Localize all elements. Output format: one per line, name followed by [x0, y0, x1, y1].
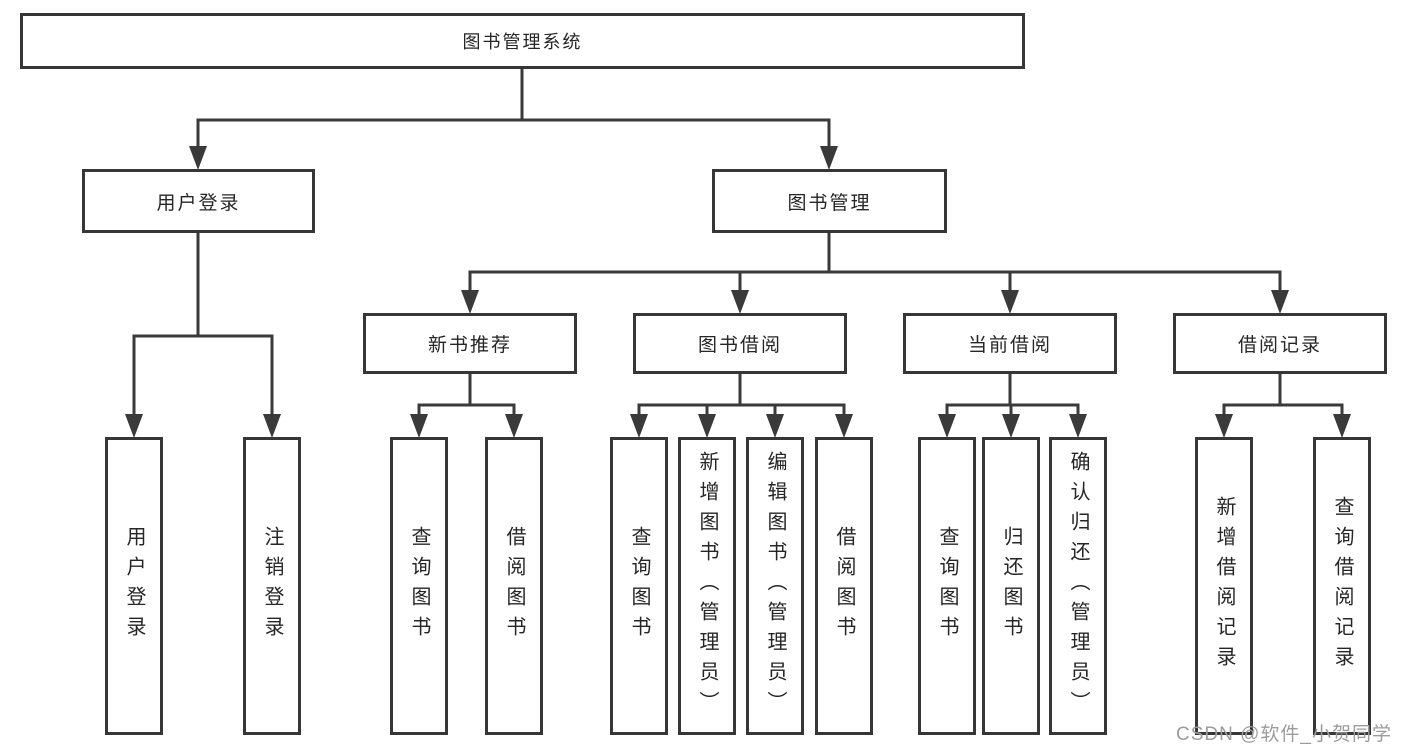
node-current-borrow: 当前借阅	[903, 313, 1117, 374]
leaf-logout: 注销登录	[243, 437, 301, 735]
leaf-add-book-admin-label: 新增图书（管理员）	[696, 451, 718, 721]
arrowhead	[731, 290, 749, 314]
leaf-user-login-label: 用户登录	[123, 526, 145, 646]
leaf-query-borrow-record: 查询借阅记录	[1313, 437, 1371, 735]
connector-user-login-to-leaves	[125, 233, 281, 438]
leaf-query-borrow-record-label: 查询借阅记录	[1331, 496, 1353, 676]
arrowhead	[461, 290, 479, 314]
leaf-edit-book-admin: 编辑图书（管理员）	[746, 437, 804, 735]
leaf-add-borrow-record-label: 新增借阅记录	[1213, 496, 1235, 676]
node-current-borrow-label: 当前借阅	[967, 335, 1052, 356]
connector-book-management-to-level3	[461, 233, 1289, 314]
connector-current-borrow-to-leaves	[938, 374, 1087, 438]
arrowhead	[938, 414, 956, 438]
connector-borrow-records-to-leaves	[1215, 374, 1351, 438]
connector-new-book-recommend-to-leaves	[410, 374, 523, 438]
leaf-confirm-return-admin: 确认归还（管理员）	[1049, 437, 1107, 735]
leaf-borrow-book-label: 借阅图书	[833, 526, 855, 646]
node-new-book-recommend: 新书推荐	[363, 313, 577, 374]
node-borrow-records: 借阅记录	[1173, 313, 1387, 374]
leaf-query-books-recommend-label: 查询图书	[408, 526, 430, 646]
node-book-borrow-label: 图书借阅	[697, 335, 782, 356]
arrowhead	[263, 414, 281, 438]
arrowhead	[698, 414, 716, 438]
arrowhead	[189, 146, 207, 170]
leaf-edit-book-admin-label: 编辑图书（管理员）	[764, 451, 786, 721]
leaf-return-book: 归还图书	[982, 437, 1040, 735]
arrowhead	[505, 414, 523, 438]
node-user-login-label: 用户登录	[156, 192, 241, 214]
node-user-login: 用户登录	[82, 169, 315, 233]
node-book-borrow: 图书借阅	[633, 313, 847, 374]
node-book-management: 图书管理	[712, 169, 947, 233]
node-root-label: 图书管理系统	[462, 32, 583, 52]
arrowhead	[1215, 414, 1233, 438]
connector-root-to-level2	[189, 69, 838, 170]
leaf-query-books-current: 查询图书	[918, 437, 976, 735]
leaf-query-books-current-label: 查询图书	[936, 526, 958, 646]
leaf-query-books-borrow: 查询图书	[610, 437, 668, 735]
arrowhead	[630, 414, 648, 438]
leaf-borrow-book-recommend: 借阅图书	[485, 437, 543, 735]
leaf-add-borrow-record: 新增借阅记录	[1195, 437, 1253, 735]
leaf-user-login: 用户登录	[105, 437, 163, 735]
node-book-management-label: 图书管理	[787, 192, 872, 214]
leaf-query-books-recommend: 查询图书	[390, 437, 448, 735]
arrowhead	[1333, 414, 1351, 438]
leaf-logout-label: 注销登录	[261, 526, 283, 646]
arrowhead	[1069, 414, 1087, 438]
watermark: CSDN @软件_小贺同学	[1176, 724, 1392, 745]
arrowhead	[835, 414, 853, 438]
leaf-add-book-admin: 新增图书（管理员）	[678, 437, 736, 735]
node-new-book-recommend-label: 新书推荐	[427, 335, 512, 356]
arrowhead	[125, 414, 143, 438]
leaf-borrow-book-recommend-label: 借阅图书	[503, 526, 525, 646]
connector-book-borrow-to-leaves	[630, 374, 853, 438]
arrowhead	[1271, 290, 1289, 314]
leaf-return-book-label: 归还图书	[1000, 526, 1022, 646]
arrowhead	[766, 414, 784, 438]
leaf-confirm-return-admin-label: 确认归还（管理员）	[1067, 451, 1089, 721]
arrowhead	[1001, 290, 1019, 314]
leaf-query-books-borrow-label: 查询图书	[628, 526, 650, 646]
arrowhead	[410, 414, 428, 438]
node-root: 图书管理系统	[20, 13, 1025, 69]
node-borrow-records-label: 借阅记录	[1237, 335, 1322, 356]
arrowhead	[1002, 414, 1020, 438]
arrowhead	[820, 146, 838, 170]
leaf-borrow-book: 借阅图书	[815, 437, 873, 735]
